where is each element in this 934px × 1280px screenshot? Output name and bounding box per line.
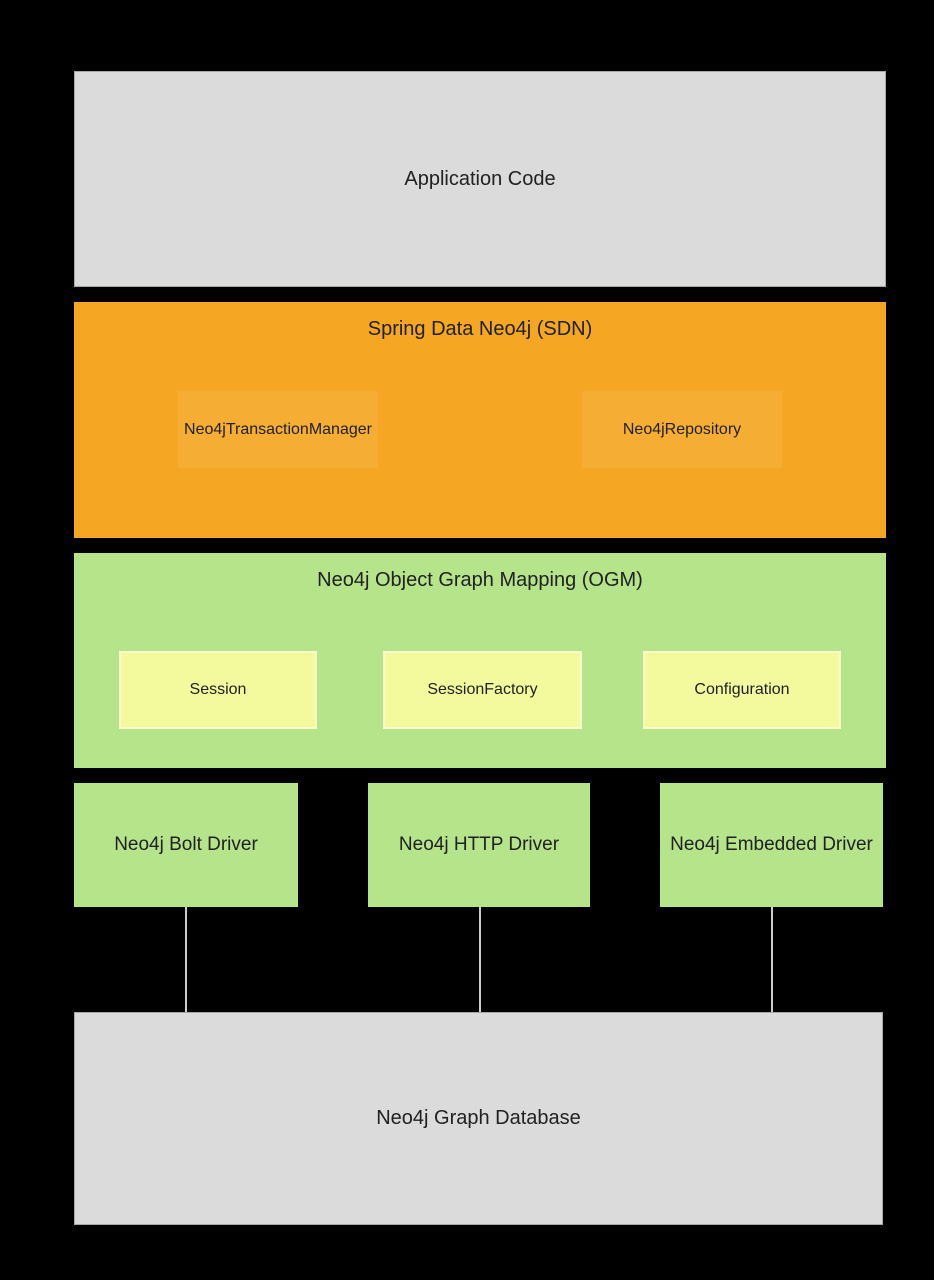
ogm-session-factory-label: SessionFactory (427, 681, 538, 698)
http-driver-connector-line (479, 907, 481, 1012)
ogm-layer-title: Neo4j Object Graph Mapping (OGM) (317, 569, 643, 591)
ogm-layer: Neo4j Object Graph Mapping (OGM) Session… (74, 553, 886, 768)
embedded-driver-connector-line (771, 907, 773, 1012)
sdn-transaction-manager-box: Neo4jTransactionManager (178, 391, 378, 468)
sdn-layer: Spring Data Neo4j (SDN) Neo4jTransaction… (74, 302, 886, 538)
bolt-driver-connector-line (185, 907, 187, 1012)
embedded-driver-box: Neo4j Embedded Driver (660, 783, 883, 907)
sdn-repository-label: Neo4jRepository (622, 420, 742, 438)
ogm-session-label: Session (189, 681, 247, 698)
application-code-layer: Application Code (74, 71, 886, 287)
bolt-driver-box: Neo4j Bolt Driver (74, 783, 298, 907)
graph-database-label: Neo4j Graph Database (376, 1107, 581, 1129)
graph-database-layer: Neo4j Graph Database (74, 1012, 883, 1225)
bolt-driver-label: Neo4j Bolt Driver (114, 834, 258, 855)
application-code-label: Application Code (404, 167, 556, 190)
http-driver-label: Neo4j HTTP Driver (398, 834, 560, 855)
sdn-repository-box: Neo4jRepository (582, 391, 782, 468)
embedded-driver-label: Neo4j Embedded Driver (670, 834, 873, 855)
http-driver-box: Neo4j HTTP Driver (368, 783, 590, 907)
ogm-session-box: Session (119, 651, 317, 729)
sdn-transaction-manager-label: Neo4jTransactionManager (184, 420, 372, 438)
ogm-session-factory-box: SessionFactory (383, 651, 582, 729)
sdn-layer-title: Spring Data Neo4j (SDN) (367, 318, 593, 340)
ogm-configuration-box: Configuration (643, 651, 841, 729)
ogm-configuration-label: Configuration (694, 681, 790, 698)
